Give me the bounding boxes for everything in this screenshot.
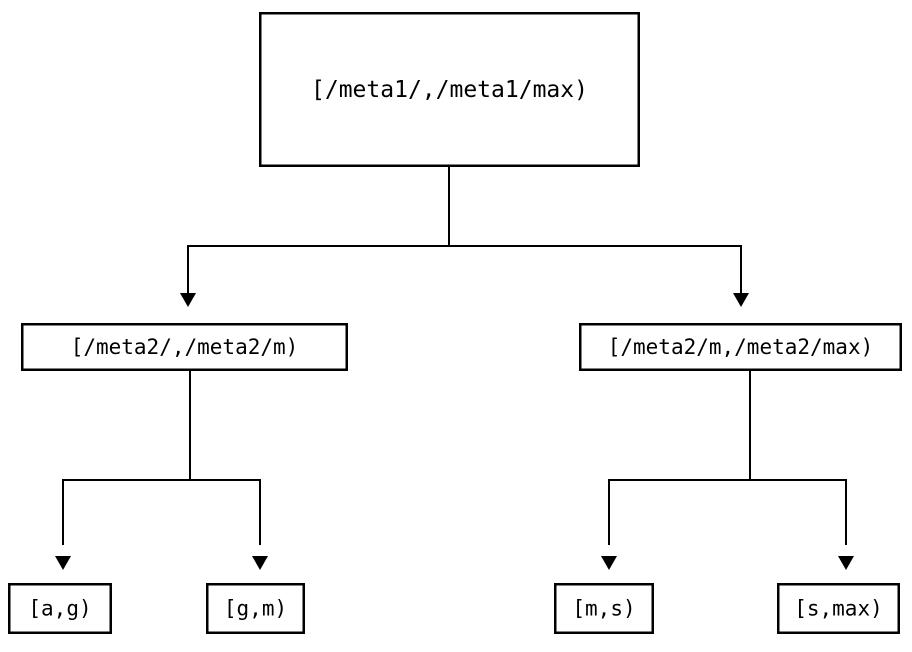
edge-connector-line — [188, 371, 262, 545]
edge-arrowhead-icon — [252, 556, 268, 570]
node-label: [/meta2/m,/meta2/max) — [608, 335, 874, 359]
tree-edge — [748, 371, 854, 570]
tree-node-leaf-g-m[interactable]: [g,m) — [205, 583, 305, 635]
tree-node-branch-right[interactable]: [/meta2/m,/meta2/max) — [579, 323, 903, 372]
node-box[interactable] — [259, 11, 641, 168]
node-label: [/meta2/,/meta2/m) — [71, 335, 299, 359]
tree-edge — [447, 167, 749, 307]
edge-arrowhead-icon — [55, 556, 71, 570]
node-label: [m,s) — [572, 597, 635, 621]
edge-connector-line — [447, 167, 743, 293]
edge-arrowhead-icon — [601, 556, 617, 570]
node-box[interactable] — [7, 583, 112, 635]
edge-connector-line — [607, 371, 752, 545]
node-box[interactable] — [205, 583, 305, 635]
edge-connector-line — [61, 371, 192, 545]
node-box[interactable] — [777, 583, 901, 635]
tree-node-branch-left[interactable]: [/meta2/,/meta2/m) — [21, 323, 349, 372]
tree-node-leaf-m-s[interactable]: [m,s) — [554, 583, 655, 635]
tree-edge — [601, 371, 752, 570]
tree-node-root[interactable]: [/meta1/,/meta1/max) — [259, 11, 641, 168]
node-label: [a,g) — [28, 597, 91, 621]
edge-connector-line — [186, 167, 451, 293]
node-box[interactable] — [579, 323, 903, 372]
tree-edge — [180, 167, 451, 307]
edge-arrowhead-icon — [180, 293, 196, 307]
node-label: [g,m) — [224, 597, 287, 621]
tree-edge — [188, 371, 268, 570]
node-label: [/meta1/,/meta1/max) — [311, 77, 588, 103]
node-box[interactable] — [21, 323, 349, 372]
tree-edge — [55, 371, 192, 570]
tree-node-leaf-s-max[interactable]: [s,max) — [777, 583, 901, 635]
tree-node-leaf-a-g[interactable]: [a,g) — [7, 583, 112, 635]
edges-layer — [55, 167, 854, 570]
nodes-layer: [/meta1/,/meta1/max) [/meta2/,/meta2/m) [/… — [7, 11, 903, 635]
edge-arrowhead-icon — [733, 293, 749, 307]
edge-connector-line — [748, 371, 848, 545]
node-label: [s,max) — [794, 597, 883, 621]
node-box[interactable] — [554, 583, 655, 635]
edge-arrowhead-icon — [838, 556, 854, 570]
